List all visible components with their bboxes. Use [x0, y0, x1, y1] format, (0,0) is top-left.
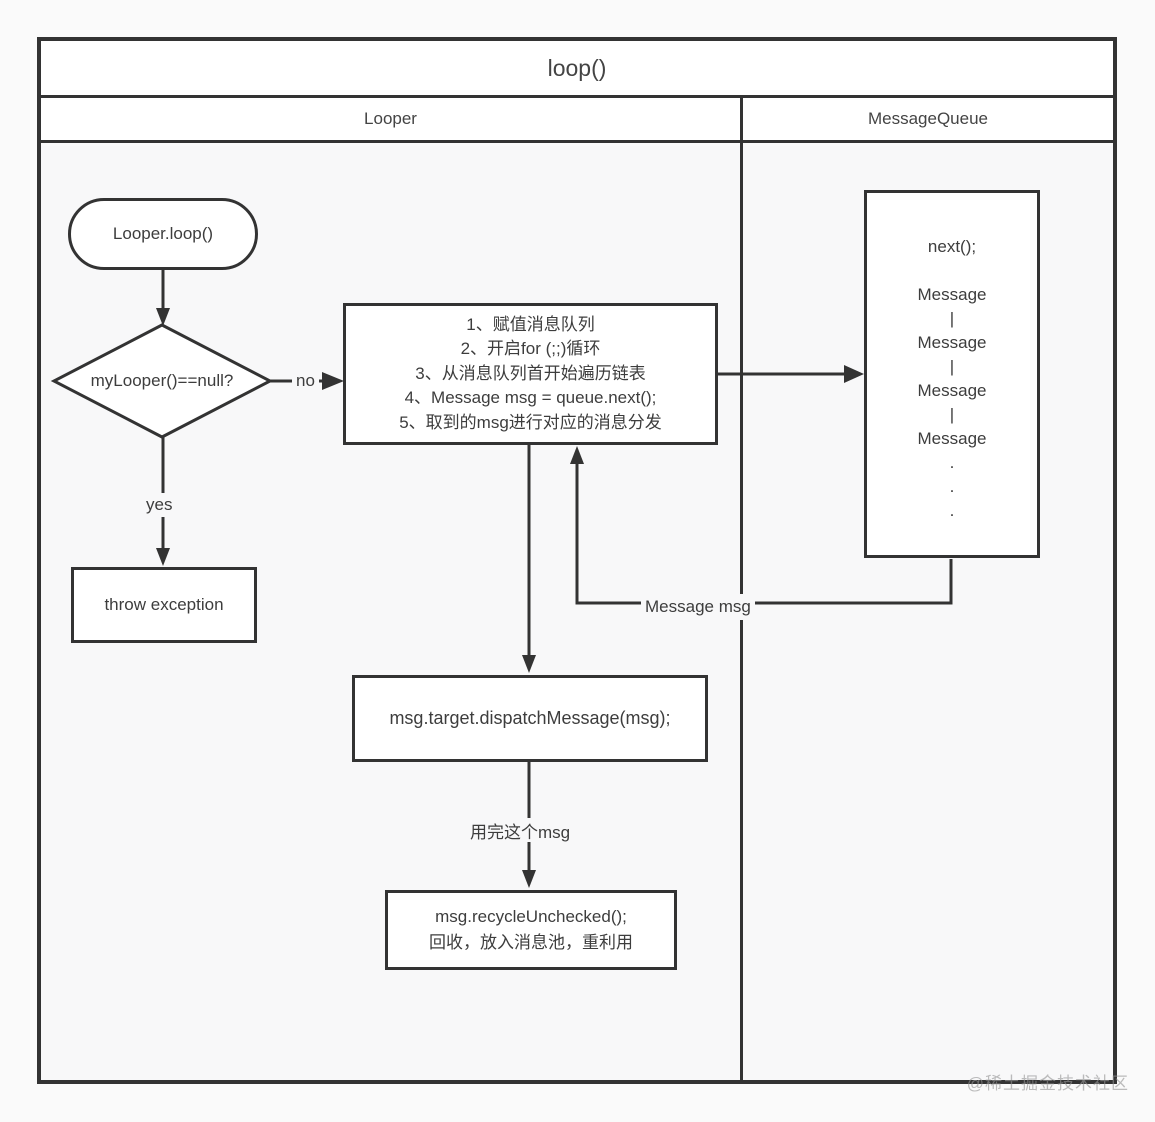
start-node-label: Looper.loop() — [112, 224, 214, 243]
looper-column-label: Looper — [364, 109, 417, 128]
queue-line: Message — [917, 381, 987, 400]
title-row: loop() — [41, 41, 1113, 98]
queue-line: next(); — [927, 237, 977, 256]
recycle-box: msg.recycleUnchecked(); 回收，放入消息池，重利用 — [385, 890, 677, 970]
dispatch-message-box: msg.target.dispatchMessage(msg); — [352, 675, 708, 762]
recycle-line-note: 回收，放入消息池，重利用 — [429, 933, 633, 952]
dispatch-message-label: msg.target.dispatchMessage(msg); — [389, 708, 671, 728]
start-node: Looper.loop() — [68, 198, 258, 270]
queue-line: . — [949, 501, 955, 520]
decision-node: myLooper()==null? — [54, 364, 270, 398]
step-line: 2、开启for (;;)循环 — [460, 339, 601, 359]
diagram-title: loop() — [547, 54, 607, 81]
throw-exception-box: throw exception — [71, 567, 257, 643]
step-line: 4、Message msg = queue.next(); — [404, 388, 657, 408]
message-queue-box: next(); Message | Message | Message | Me… — [864, 190, 1040, 558]
queue-line: . — [949, 453, 955, 472]
return-msg-edge-label: Message msg — [641, 594, 755, 620]
step-line: 1、赋值消息队列 — [466, 314, 595, 334]
no-edge-label: no — [292, 369, 319, 393]
queue-line: | — [949, 405, 955, 424]
column-header-looper: Looper — [41, 98, 743, 140]
used-msg-edge-label: 用完这个msg — [466, 818, 575, 842]
step-line: 5、取到的msg进行对应的消息分发 — [399, 412, 662, 432]
loop-steps-box: 1、赋值消息队列 2、开启for (;;)循环 3、从消息队列首开始遍历链表 4… — [343, 303, 718, 445]
queue-line: | — [949, 357, 955, 376]
step-line: 3、从消息队列首开始遍历链表 — [415, 363, 646, 383]
messagequeue-column-label: MessageQueue — [867, 109, 989, 128]
column-header-row: Looper MessageQueue — [41, 98, 1113, 143]
queue-line: Message — [917, 333, 987, 352]
decision-label: myLooper()==null? — [90, 371, 234, 390]
queue-line: | — [949, 309, 955, 328]
recycle-line-code: msg.recycleUnchecked(); — [435, 907, 627, 926]
column-header-messagequeue: MessageQueue — [743, 98, 1113, 140]
watermark: @稀土掘金技术社区 — [966, 1074, 1129, 1093]
queue-line: . — [949, 477, 955, 496]
queue-line: Message — [917, 429, 987, 448]
yes-edge-label: yes — [142, 493, 177, 517]
throw-exception-label: throw exception — [104, 595, 224, 614]
queue-line: Message — [917, 285, 987, 304]
